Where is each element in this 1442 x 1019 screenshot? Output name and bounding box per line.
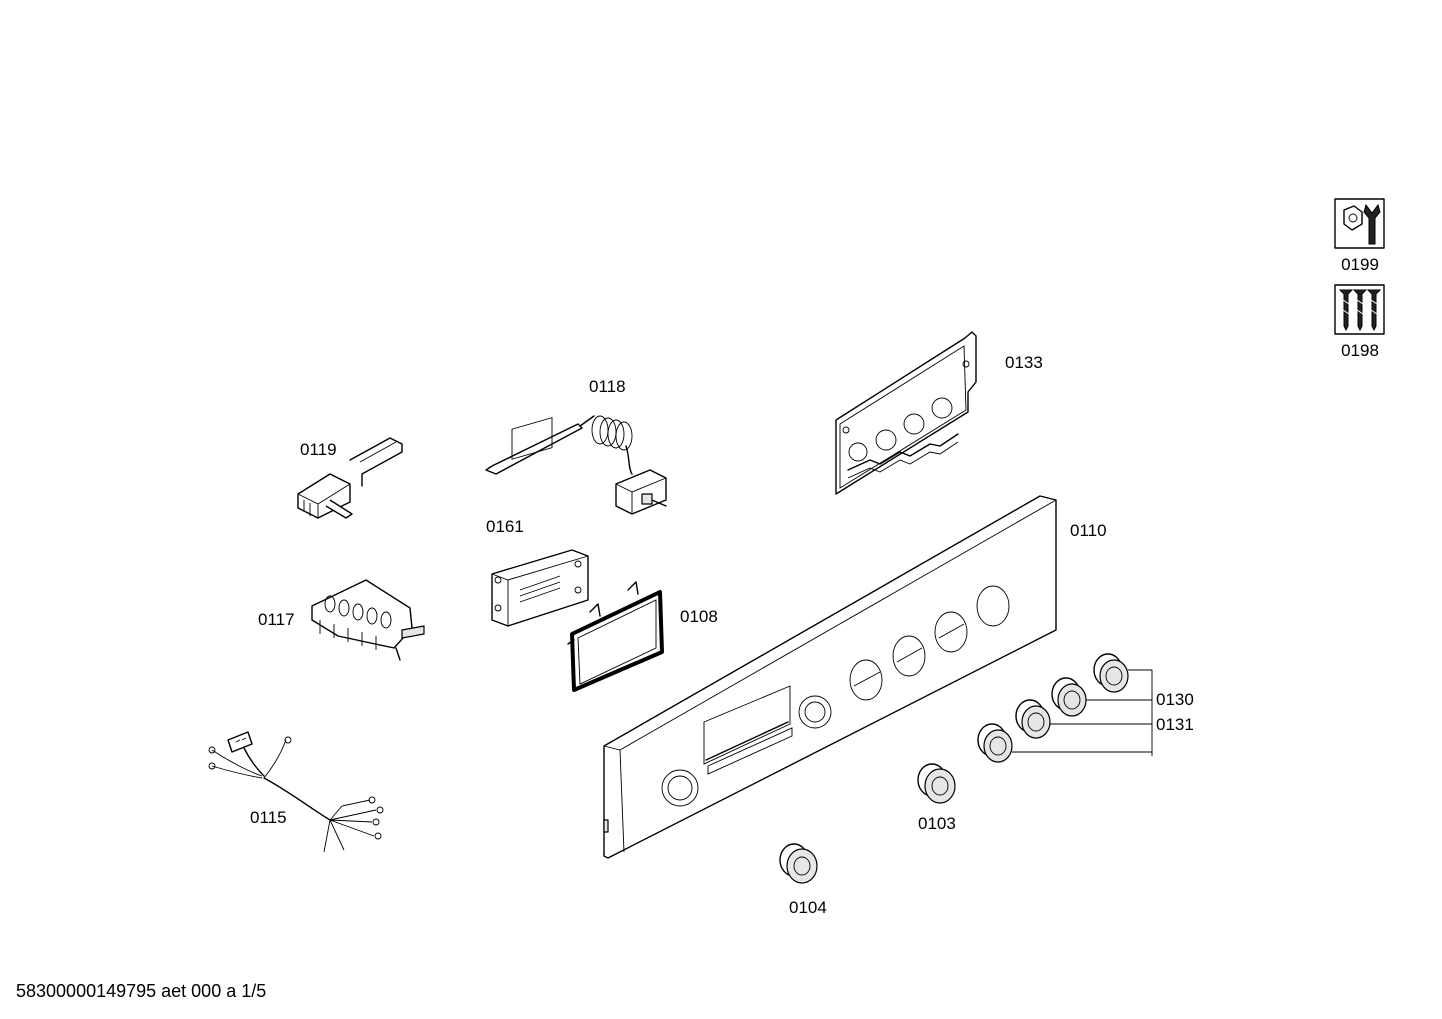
bracket-switch-part — [297, 437, 403, 519]
thermostat-part — [485, 415, 667, 515]
display-frame-part — [567, 581, 664, 692]
part-label-0108: 0108 — [680, 607, 718, 626]
part-label-0115: 0115 — [250, 808, 287, 827]
knob-0131-upper — [1015, 699, 1051, 739]
knob-0131-lower — [977, 723, 1013, 763]
control-panel-fascia-part — [603, 495, 1057, 859]
knob-0130-lower — [1051, 677, 1087, 717]
part-label-0199: 0199 — [1341, 255, 1379, 274]
part-label-0103: 0103 — [918, 814, 956, 833]
part-label-0130: 0130 — [1156, 690, 1194, 709]
selector-switch-part — [311, 579, 425, 661]
document-reference: 58300000149795 aet 000 a 1/5 — [16, 981, 266, 1001]
knob-0130-upper — [1093, 653, 1129, 693]
part-label-0131: 0131 — [1156, 715, 1194, 734]
part-label-0198: 0198 — [1341, 341, 1379, 360]
knob-0104 — [779, 843, 818, 884]
part-label-0161: 0161 — [486, 517, 524, 536]
switch-bracket-part — [835, 331, 977, 495]
part-label-0104: 0104 — [789, 898, 827, 917]
screws-icon — [1334, 284, 1385, 335]
part-label-0118: 0118 — [589, 377, 626, 396]
part-label-0110: 0110 — [1070, 521, 1107, 540]
part-label-0133: 0133 — [1005, 353, 1043, 372]
part-label-0117: 0117 — [258, 610, 295, 629]
cable-harness-part — [208, 731, 384, 853]
knob-0103 — [917, 763, 956, 804]
timer-module-part — [491, 417, 589, 627]
part-label-0119: 0119 — [300, 440, 337, 459]
leader-lines — [1012, 669, 1153, 756]
service-tool-icon — [1334, 198, 1385, 249]
